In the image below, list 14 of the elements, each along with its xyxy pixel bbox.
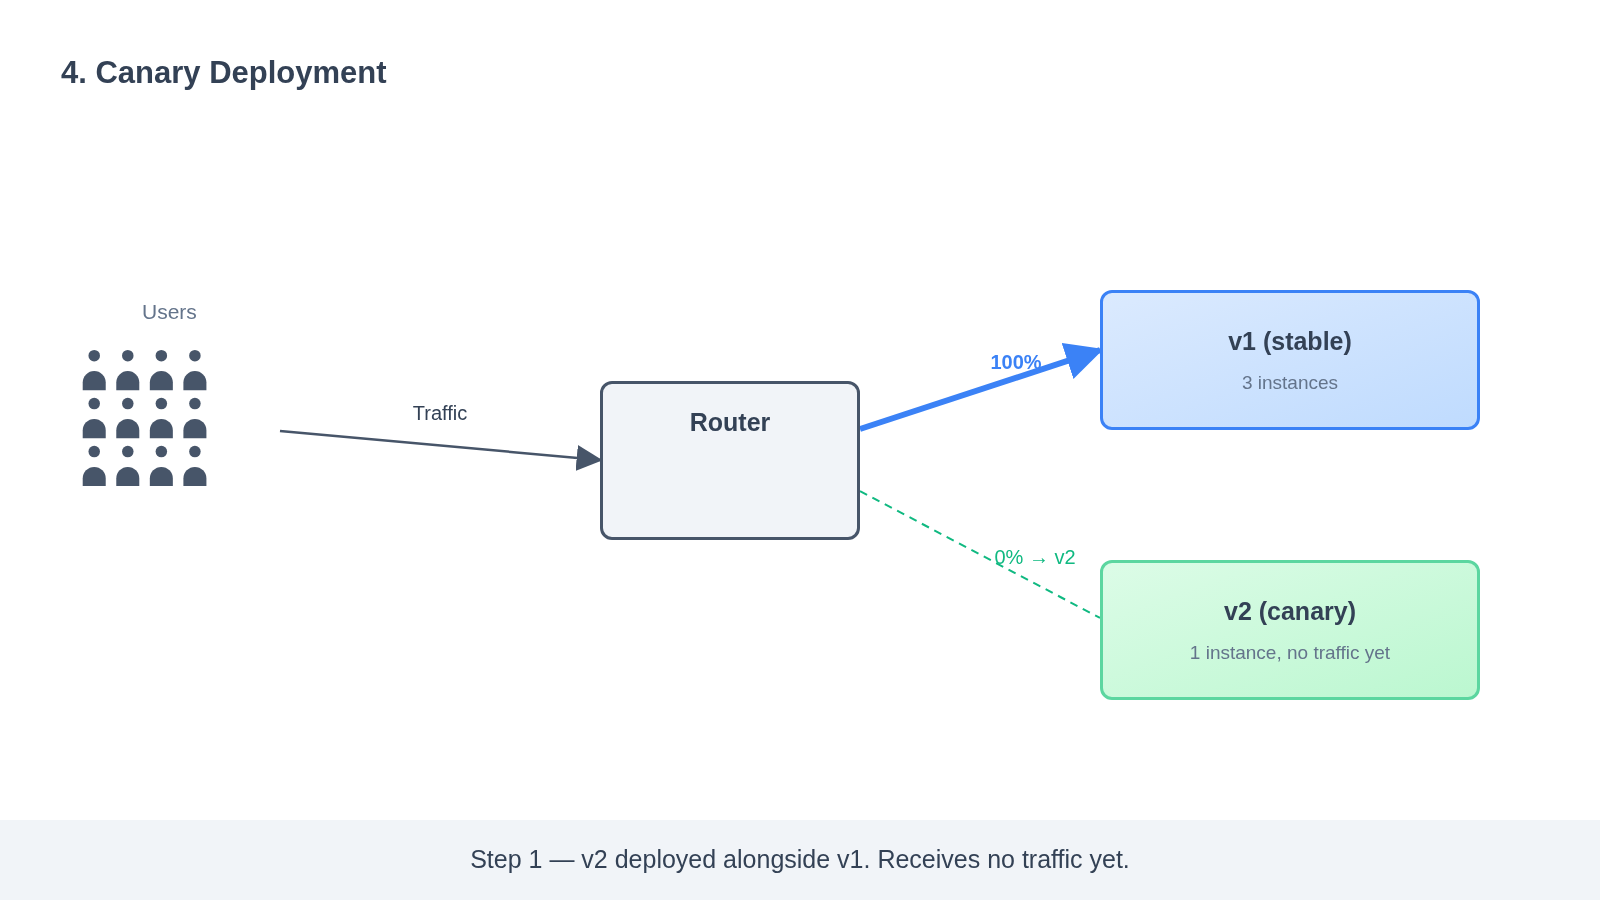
group-label: Users [142, 299, 197, 325]
service-box [1100, 560, 1480, 700]
node-title: v2 (canary) [1224, 596, 1356, 627]
router-box [600, 381, 860, 540]
edge-label: 100% [989, 350, 1043, 375]
edge-label: Traffic [411, 401, 469, 426]
edge-label: 0% → v2 [993, 545, 1077, 570]
node-title: Router [689, 407, 771, 438]
service-box [1100, 290, 1480, 430]
caption: Step 1 — v2 deployed alongside v1. Receives no traffic yet. [470, 844, 1130, 876]
node-subtitle: 3 instances [1241, 370, 1339, 395]
title: 4. Canary Deployment [61, 54, 387, 92]
node-subtitle: 1 instance, no traffic yet [1189, 640, 1391, 665]
node-title: v1 (stable) [1228, 326, 1352, 357]
